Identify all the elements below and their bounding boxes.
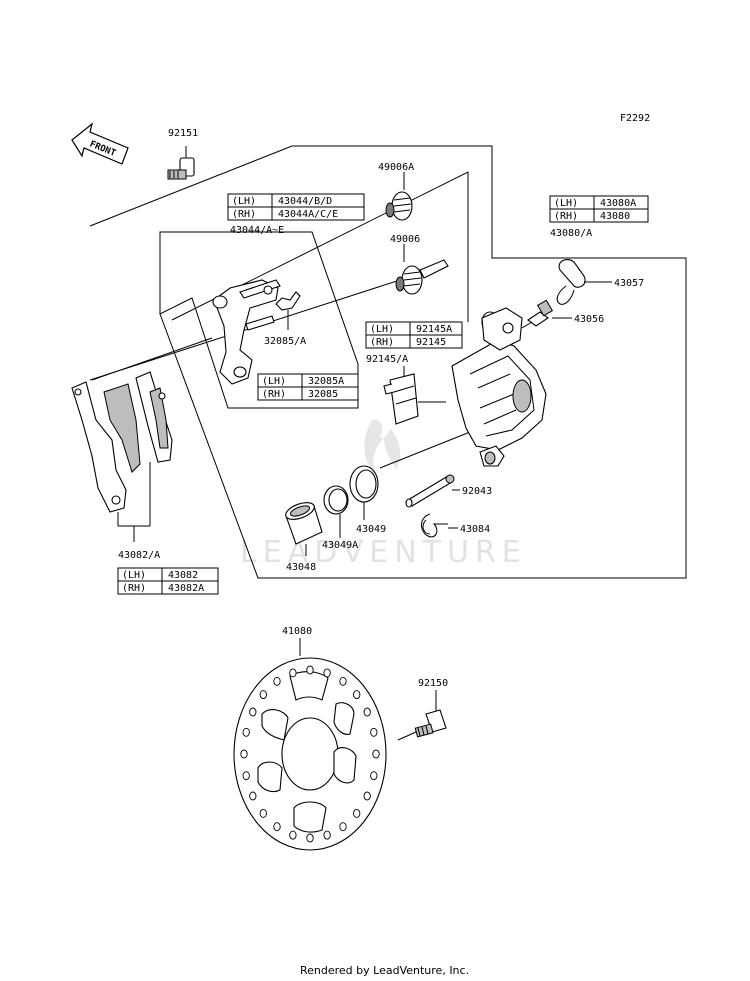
watermark-logo: LEADVENTURE: [240, 419, 527, 570]
table-43082-side-0: (LH): [122, 570, 146, 581]
table-32085-side-0: (LH): [262, 376, 286, 387]
disc-hole: [370, 771, 378, 781]
watermark-text: LEADVENTURE: [240, 535, 527, 570]
caliper-assembly-outline: [89, 145, 687, 579]
table-43082-side-1: (RH): [122, 583, 146, 594]
brake-pads-43082-icon: [71, 371, 173, 513]
table-32085-part-0: 32085A: [308, 376, 344, 387]
bleeder-cap-43057-icon: [556, 259, 586, 305]
table-92145-part-1: 92145: [416, 337, 446, 348]
table-43080-side-1: (RH): [554, 211, 578, 222]
label-49006: 49006: [390, 234, 420, 245]
disc-hole: [323, 668, 331, 678]
table-32085-side-1: (RH): [262, 389, 286, 400]
disc-hole: [353, 690, 361, 700]
brake-disc-41080-icon: [233, 657, 387, 851]
bolt-92151-icon: [167, 146, 195, 180]
table-92145-side-0: (LH): [370, 324, 394, 335]
label-49006A: 49006A: [378, 162, 414, 173]
table-43080-part-0: 43080A: [600, 198, 636, 209]
table-32085-part-1: 32085: [308, 389, 338, 400]
boot-49006-icon: [395, 259, 449, 295]
disc-hole: [289, 668, 297, 678]
table-43044: (LH) 43044/B/D (RH) 43044A/C/E: [227, 193, 365, 221]
disc-hole: [289, 830, 297, 840]
guide-line-49006: [89, 279, 401, 381]
label-43044: 43044/A~E: [230, 225, 284, 236]
piston-seal-43049-icon: [349, 465, 379, 503]
disc-hole: [259, 808, 267, 818]
table-32085: (LH) 32085A (RH) 32085: [257, 373, 359, 401]
diagram-code: F2292: [620, 113, 650, 124]
disc-hole: [242, 727, 250, 737]
caliper-bracket-43044-icon: [212, 279, 281, 385]
label-43049A: 43049A: [322, 540, 358, 551]
disc-hole: [242, 771, 250, 781]
footer-credit: Rendered by LeadVenture, Inc.: [300, 964, 469, 977]
clip-32085-icon: [275, 291, 301, 311]
table-43044-side-1: (RH): [232, 209, 256, 220]
boot-49006A-icon: [385, 191, 413, 221]
table-43044-part-0: 43044/B/D: [278, 196, 332, 207]
table-43080: (LH) 43080A (RH) 43080: [549, 195, 649, 223]
disc-hole: [240, 749, 248, 759]
label-43057: 43057: [614, 278, 644, 289]
disc-hole: [339, 676, 347, 686]
label-43056: 43056: [574, 314, 604, 325]
table-43082-part-0: 43082: [168, 570, 198, 581]
label-92043: 92043: [462, 486, 492, 497]
table-43082: (LH) 43082 (RH) 43082A: [117, 567, 219, 595]
guide-line-49006A: [171, 171, 469, 322]
label-32085: 32085/A: [264, 336, 306, 347]
label-43084: 43084: [460, 524, 490, 535]
table-92145-side-1: (RH): [370, 337, 394, 348]
disc-hole: [363, 707, 371, 717]
pad-pin-92043-icon: [405, 474, 455, 508]
label-43049: 43049: [356, 524, 386, 535]
table-92145-part-0: 92145A: [416, 324, 452, 335]
disc-hole: [323, 830, 331, 840]
disc-bolt-92150-icon: [414, 709, 447, 738]
dust-seal-43049A-icon: [323, 485, 349, 515]
front-arrow-icon: FRONT: [71, 122, 129, 165]
retaining-clip-43084-icon: [421, 513, 448, 538]
label-43080: 43080/A: [550, 228, 592, 239]
disc-hole: [372, 749, 380, 759]
label-41080: 41080: [282, 626, 312, 637]
disc-hole: [249, 791, 257, 801]
disc-hole: [273, 822, 281, 832]
disc-hole: [259, 690, 267, 700]
disc-hole: [339, 822, 347, 832]
disc-hole: [353, 808, 361, 818]
table-92145: (LH) 92145A (RH) 92145: [365, 321, 463, 349]
label-43082: 43082/A: [118, 550, 160, 561]
table-43080-side-0: (LH): [554, 198, 578, 209]
label-43048: 43048: [286, 562, 316, 573]
disc-hole: [273, 676, 281, 686]
brake-disc-vent-holes: [240, 665, 380, 843]
label-92150: 92150: [418, 678, 448, 689]
table-43082-part-1: 43082A: [168, 583, 204, 594]
disc-hole: [363, 791, 371, 801]
table-43080-part-1: 43080: [600, 211, 630, 222]
piston-43048-icon: [285, 502, 323, 545]
table-43044-side-0: (LH): [232, 196, 256, 207]
guide-line-pads: [91, 337, 213, 381]
bleeder-valve-43056-icon: [521, 299, 554, 329]
pad-spring-92145-icon: [383, 373, 419, 425]
guide-line-92043: [379, 427, 481, 469]
disc-hole: [306, 665, 314, 675]
disc-hole: [306, 833, 314, 843]
disc-hole: [249, 707, 257, 717]
caliper-body-icon: [451, 307, 547, 467]
label-92151: 92151: [168, 128, 198, 139]
label-92145: 92145/A: [366, 354, 408, 365]
table-43044-part-1: 43044A/C/E: [278, 209, 338, 220]
disc-hole: [370, 727, 378, 737]
